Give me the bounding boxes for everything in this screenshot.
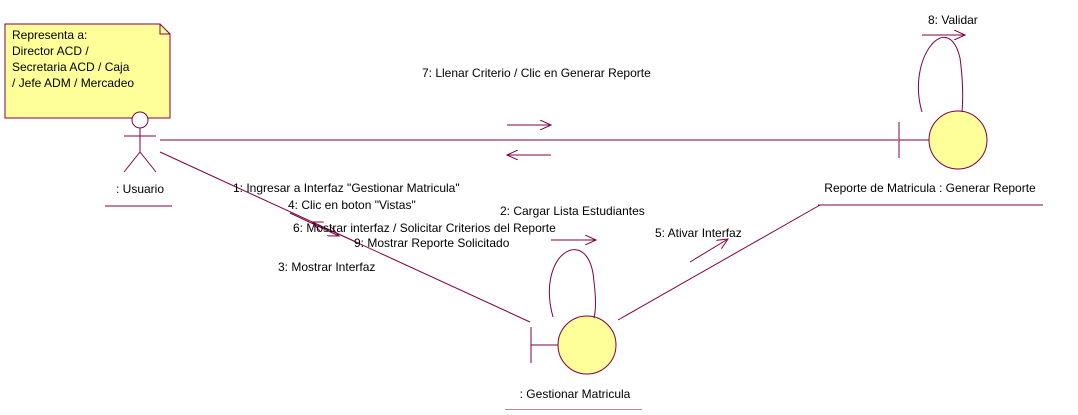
note-line-3: Secretaria ACD / Caja bbox=[12, 60, 130, 74]
note[interactable]: Representa a: Director ACD / Secretaria … bbox=[4, 23, 171, 119]
self-loop-reporte bbox=[917, 36, 964, 113]
link-gestionar-reporte[interactable] bbox=[617, 204, 821, 321]
boundary-reporte[interactable]: Reporte de Matricula : Generar Reporte bbox=[818, 36, 1043, 206]
boundary-gestionar-label: : Gestionar Matricula bbox=[520, 387, 631, 401]
note-fold bbox=[159, 24, 170, 35]
note-line-4: / Jefe ADM / Mercadeo bbox=[12, 76, 134, 90]
arrow-message-3 bbox=[312, 222, 357, 243]
actor-usuario-label: : Usuario bbox=[116, 182, 164, 196]
boundary-reporte-label: Reporte de Matricula : Generar Reporte bbox=[824, 181, 1036, 195]
self-loop-gestionar bbox=[548, 249, 596, 319]
message-arrows bbox=[289, 35, 965, 263]
actor-usuario[interactable]: : Usuario bbox=[105, 111, 172, 207]
message-6-label: 6: Mostrar interfaz / Solicitar Criterio… bbox=[293, 221, 556, 235]
message-1-label: 1: Ingresar a Interfaz "Gestionar Matric… bbox=[233, 181, 460, 195]
boundary-gestionar-icon bbox=[530, 315, 617, 375]
note-shape bbox=[4, 23, 171, 119]
arrow-message-5 bbox=[689, 239, 728, 263]
actor-icon bbox=[123, 111, 157, 173]
note-line-2: Director ACD / bbox=[12, 44, 89, 58]
message-4-label: 4: Clic en boton "Vistas" bbox=[288, 198, 416, 212]
message-5-label: 5: Ativar Interfaz bbox=[655, 226, 742, 240]
boundary-reporte-icon bbox=[898, 110, 988, 170]
message-2-label: 2: Cargar Lista Estudiantes bbox=[500, 204, 645, 218]
message-7-label: 7: Llenar Criterio / Clic en Generar Rep… bbox=[422, 66, 651, 80]
note-line-1: Representa a: bbox=[12, 28, 87, 42]
message-8-label: 8: Validar bbox=[928, 13, 978, 27]
message-3-label: 3: Mostrar Interfaz bbox=[278, 260, 375, 274]
message-9-label: 9: Mostrar Reporte Solicitado bbox=[354, 236, 510, 250]
boundary-gestionar[interactable]: : Gestionar Matricula bbox=[505, 249, 642, 411]
